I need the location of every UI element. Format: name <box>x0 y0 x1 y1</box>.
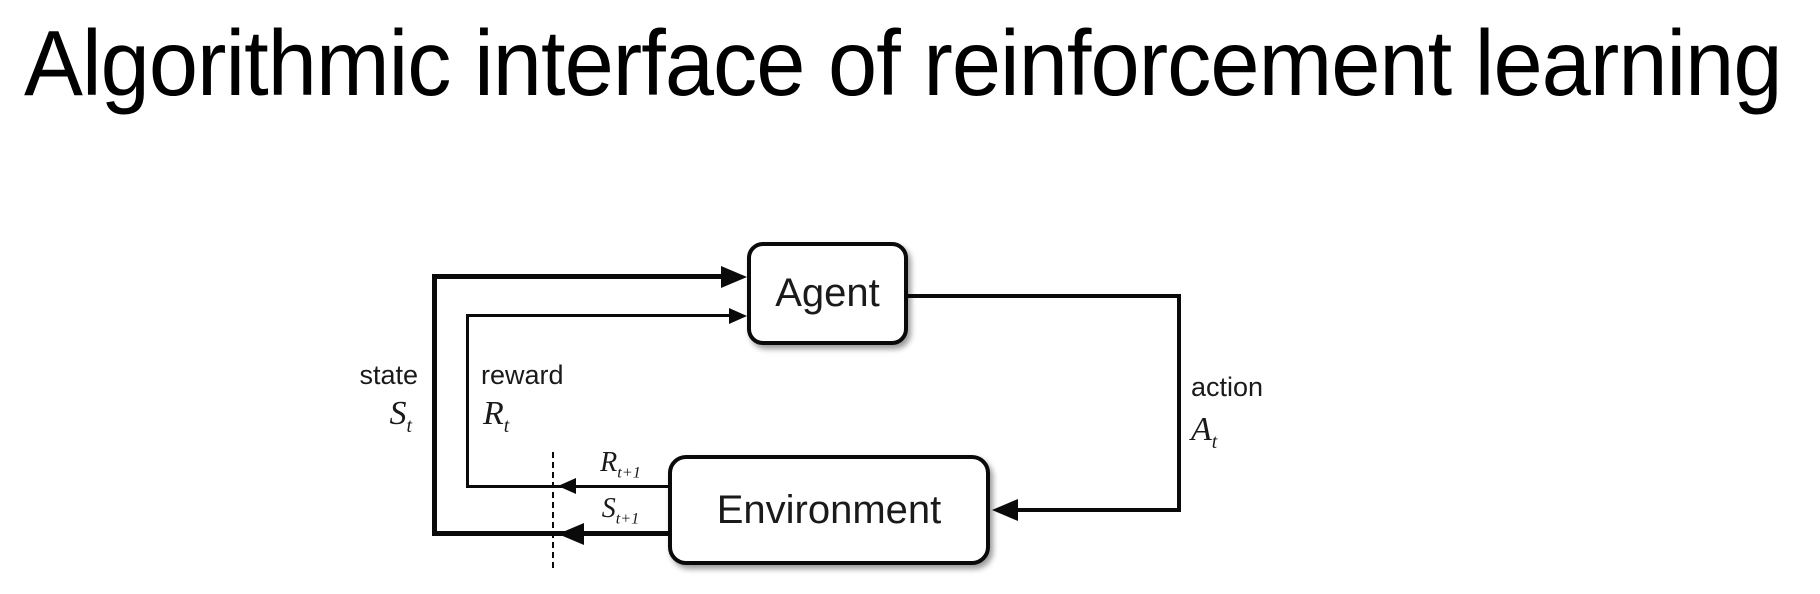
agent-box-label: Agent <box>775 271 880 315</box>
action-line-bottom-horizontal <box>1014 508 1181 512</box>
next-state-symbol: St+1 <box>601 493 640 528</box>
action-label: action <box>1191 372 1264 402</box>
reward-line-top-horizontal <box>466 314 731 317</box>
reward-symbol: Rt <box>483 395 510 437</box>
state-line-top-horizontal <box>432 274 723 279</box>
arrowhead-next-reward-at-boundary <box>558 478 576 494</box>
reward-label: reward <box>481 360 564 390</box>
state-symbol: St <box>389 395 412 437</box>
next-reward-symbol: Rt+1 <box>600 447 641 482</box>
state-line-bottom-horizontal <box>432 531 668 536</box>
action-line-vertical <box>1177 294 1181 512</box>
environment-box-label: Environment <box>716 487 942 532</box>
arrowhead-action-to-environment <box>992 499 1018 521</box>
environment-box: Environment <box>668 455 990 565</box>
arrowhead-next-state-at-boundary <box>558 523 584 545</box>
reward-line-vertical <box>466 314 469 488</box>
slide-title: Algorithmic interface of reinforcement l… <box>24 11 1783 115</box>
agent-box: Agent <box>747 242 908 345</box>
arrowhead-reward-to-agent <box>729 308 747 324</box>
arrowhead-state-to-agent <box>721 266 747 288</box>
state-label: state <box>359 360 418 390</box>
state-line-vertical <box>432 274 437 536</box>
time-step-divider-dashed-line <box>552 452 554 568</box>
action-line-top-horizontal <box>908 294 1181 298</box>
action-symbol: At <box>1191 411 1218 453</box>
